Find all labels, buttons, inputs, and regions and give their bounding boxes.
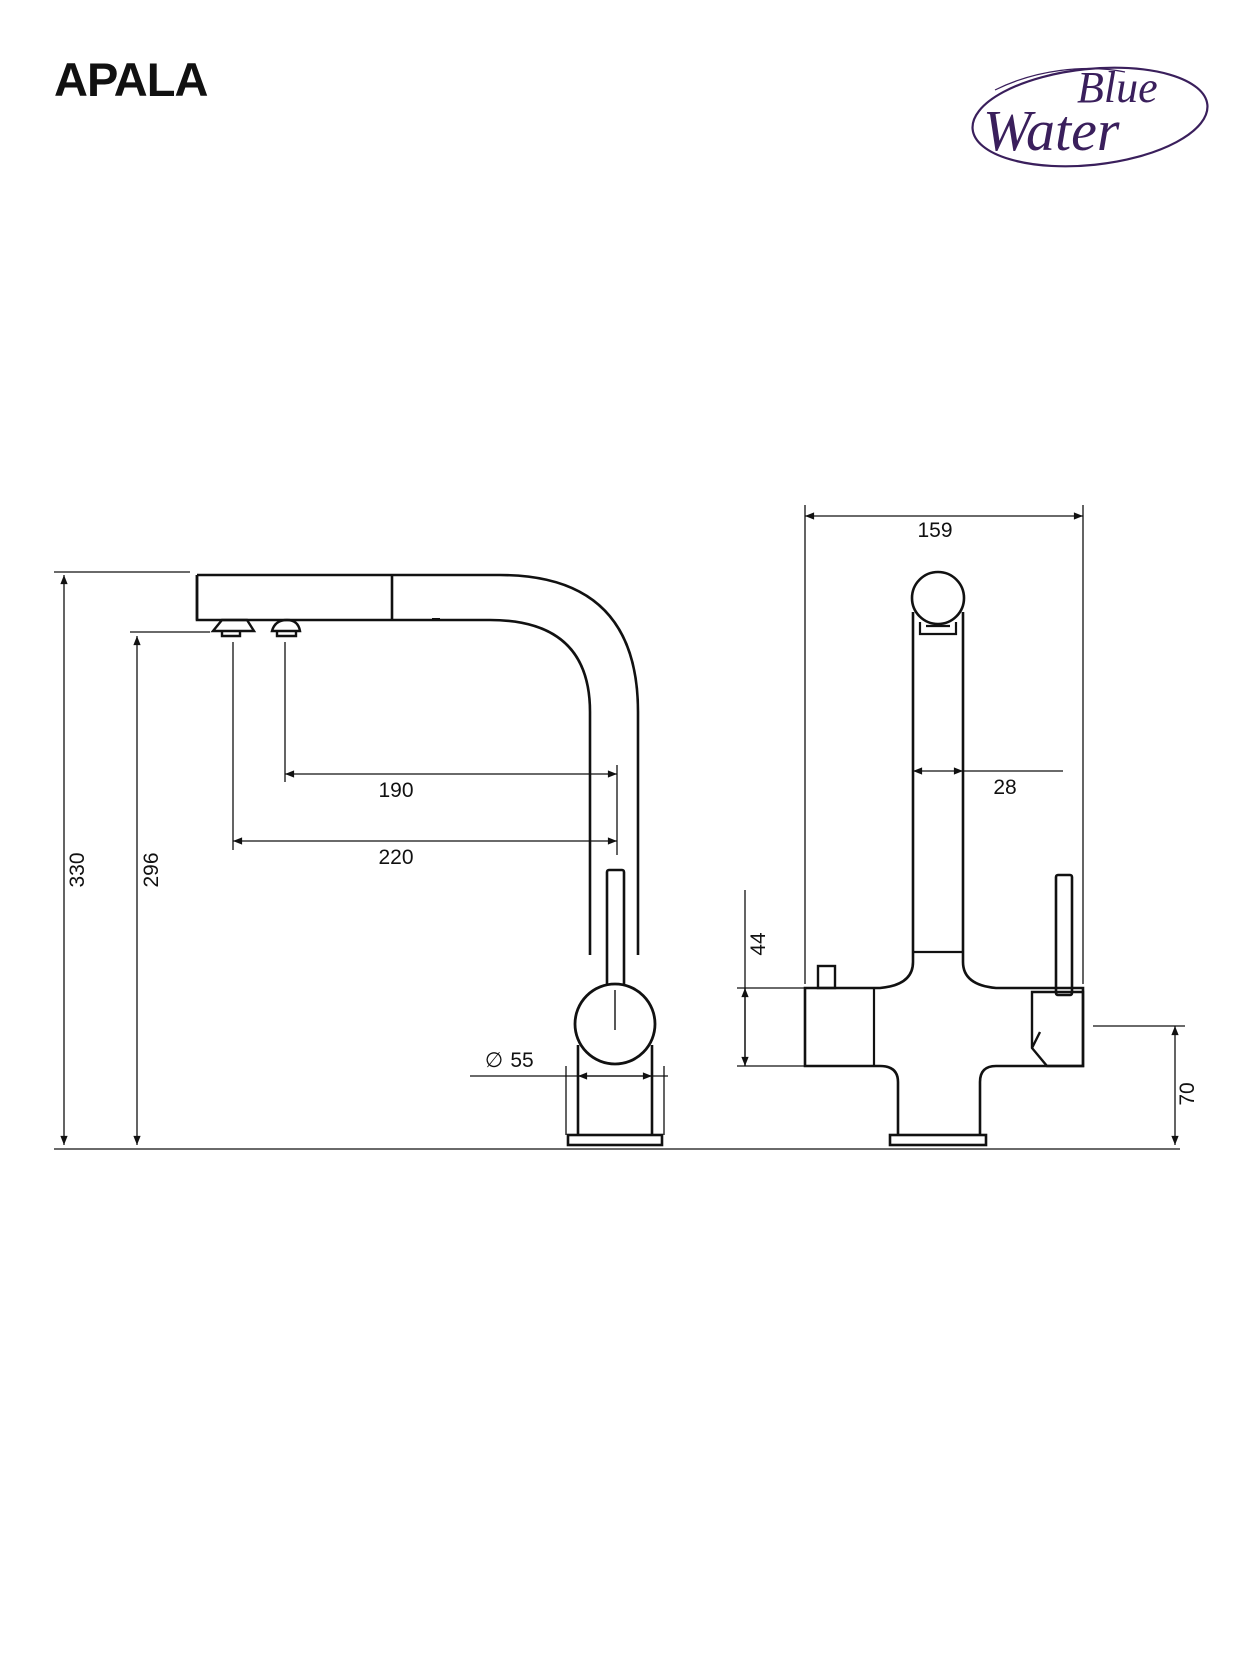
side-nozzle-front [210,618,257,638]
front-spout-nozzle [918,622,958,636]
front-body [803,961,1085,1135]
dim-spout-height: 296 [140,852,163,887]
side-base-column [576,1045,654,1135]
logo-word-water: Water [983,98,1120,163]
front-filter-knob [816,964,837,990]
side-handle-lever [605,868,626,992]
front-view: 159 28 44 70 [737,505,1199,1147]
dim-body-height: 44 [747,932,770,956]
side-dimension-lines [54,571,1180,1150]
dim-base-diameter: 55 [510,1049,533,1072]
logo-word-blue: Blue [1077,63,1158,112]
dim-spout-width: 28 [993,776,1016,799]
dim-diameter-symbol: ∅ [485,1049,503,1072]
front-handle-grip [1030,990,1085,1068]
dim-reach-spout: 220 [378,846,413,869]
side-spout-outline [195,573,640,955]
dim-width: 159 [917,519,952,542]
logo-ellipse-swash [994,68,1126,91]
blue-water-logo: Blue Water [971,63,1209,168]
front-dimension-lines [737,505,1185,1145]
front-spout-column [911,612,965,962]
logo-ellipse [971,66,1209,168]
dim-handle-height: 70 [1176,1082,1199,1105]
side-base-plate [566,1133,664,1147]
front-handle-lever [1054,873,1074,997]
product-title: APALA [54,53,208,106]
dim-total-height: 330 [66,852,89,887]
dim-reach-sprayer: 190 [378,779,413,802]
front-base-plate [888,1133,988,1147]
side-nozzle-rear [270,618,302,638]
side-view: 330 296 190 220 ∅ 55 [54,571,1180,1150]
front-spout-head [910,570,966,626]
